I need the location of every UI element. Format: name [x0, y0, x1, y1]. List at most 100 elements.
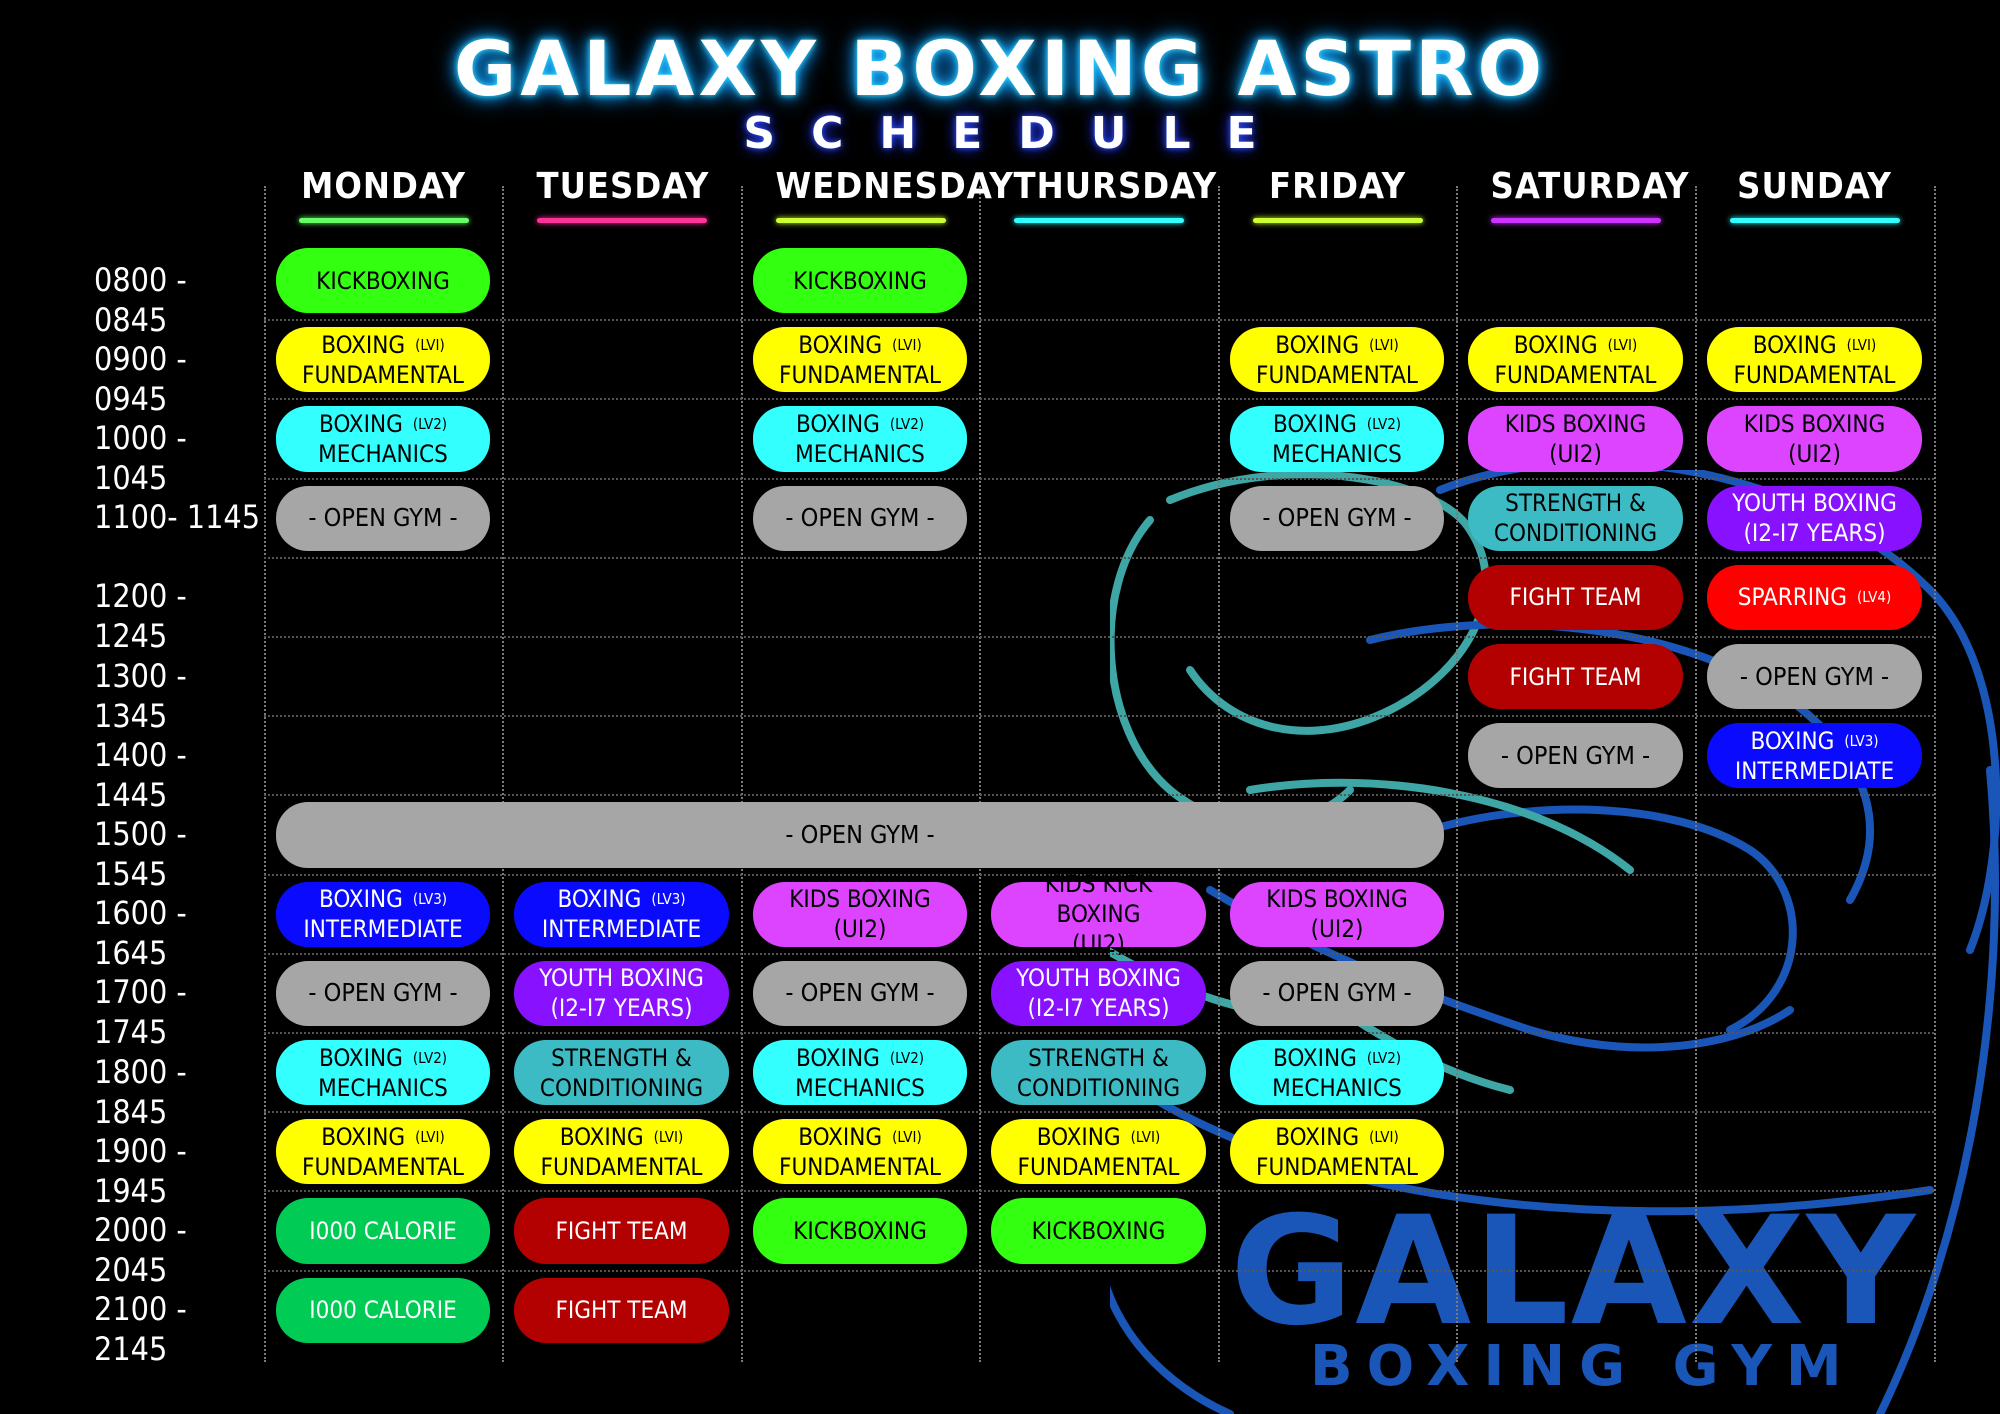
logo-tagline: BOXING GYM [1310, 1334, 1856, 1399]
class-name-line: MECHANICS [795, 1073, 925, 1102]
class-name-line: BOXING [795, 1043, 880, 1072]
class-name-line: KIDS KICK BOXING [1044, 870, 1153, 929]
time-slot-label: 0800 - 0845 [94, 260, 187, 339]
time-slot-label: 1200 - 1245 [94, 577, 187, 656]
day-underline [775, 218, 946, 223]
grid-column-divider [1934, 186, 1936, 1362]
class-name-line: (I2-I7 YEARS) [1027, 994, 1170, 1023]
class-name-line: KICKBOXING [793, 266, 927, 295]
class-name-line: STRENGTH & [1505, 489, 1646, 518]
day-header-sunday: SUNDAY [1737, 166, 1892, 207]
class-level-tag: (LV2) [412, 1048, 448, 1067]
grid-row-divider [264, 319, 1934, 322]
class-block-fundamental: BOXING(LVI)FUNDAMENTAL [1230, 327, 1444, 393]
class-name-line: CONDITIONING [1016, 1073, 1181, 1102]
day-header-thursday: THURSDAY [1013, 166, 1218, 207]
class-block-open: - OPEN GYM - [1230, 485, 1444, 551]
time-slot-label: 1800 - 1845 [94, 1052, 187, 1131]
class-block-sparring: SPARRING(LV4) [1707, 564, 1922, 630]
class-name-line: I000 CALORIE [309, 1216, 457, 1245]
class-block-fundamental: BOXING(LVI)FUNDAMENTAL [1468, 327, 1683, 393]
class-name-line: YOUTH BOXING [1016, 964, 1181, 993]
class-name-line: CONDITIONING [1493, 519, 1658, 548]
class-block-fight: FIGHT TEAM [514, 1277, 729, 1343]
time-slot-label: 1900 - 1945 [94, 1131, 187, 1210]
class-name-line: - OPEN GYM - [308, 978, 458, 1008]
class-name-line: MECHANICS [318, 1073, 448, 1102]
class-name-line: YOUTH BOXING [1732, 489, 1897, 518]
class-block-open: - OPEN GYM - [276, 485, 490, 551]
class-name-line: KICKBOXING [1031, 1216, 1166, 1245]
class-block-youth: YOUTH BOXING(I2-I7 YEARS) [991, 960, 1206, 1026]
time-slot-label: 1100- 1145 [94, 498, 261, 537]
class-name-line: INTERMEDIATE [541, 915, 702, 944]
class-name-line: FUNDAMENTAL [1494, 360, 1657, 389]
class-block-strength: STRENGTH &CONDITIONING [514, 1040, 729, 1106]
grid-column-divider [264, 186, 266, 1362]
class-name-line: (UI2) [1072, 930, 1125, 959]
class-level-tag: (LVI) [415, 1127, 445, 1146]
class-name-line: - OPEN GYM - [1500, 740, 1651, 770]
class-level-tag: (LV2) [889, 1048, 925, 1067]
grid-row-divider [264, 636, 1934, 638]
class-name-line: (I2-I7 YEARS) [550, 994, 693, 1023]
class-block-fight: FIGHT TEAM [514, 1198, 729, 1264]
day-header-wednesday: WEDNESDAY [775, 166, 1014, 207]
time-slot-label: 1300 - 1345 [94, 656, 187, 735]
class-name-line: INTERMEDIATE [303, 915, 463, 944]
class-name-line: - OPEN GYM - [1739, 661, 1890, 691]
class-block-youth: YOUTH BOXING(I2-I7 YEARS) [514, 960, 729, 1026]
time-slot-label: 1600 - 1645 [94, 894, 187, 973]
grid-row-divider [264, 952, 1934, 955]
class-block-strength: STRENGTH &CONDITIONING [991, 1040, 1206, 1106]
page-subtitle: SCHEDULE [743, 108, 1293, 159]
class-block-kickboxing: KICKBOXING [753, 248, 967, 314]
class-block-fundamental: BOXING(LVI)FUNDAMENTAL [753, 1119, 967, 1185]
class-name-line: - OPEN GYM - [308, 503, 458, 533]
class-block-open: - OPEN GYM - [1230, 960, 1444, 1026]
time-slot-label: 1400 - 1445 [94, 735, 187, 814]
class-name-line: (UI2) [1310, 915, 1364, 944]
class-name-line: FUNDAMENTAL [1733, 360, 1896, 389]
class-name-line: BOXING [798, 1122, 883, 1151]
class-name-line: BOXING [1750, 726, 1835, 755]
class-name-line: FIGHT TEAM [1509, 583, 1642, 612]
class-block-fundamental: BOXING(LVI)FUNDAMENTAL [276, 1119, 490, 1185]
class-level-tag: (LVI) [1846, 335, 1877, 354]
class-name-line: BOXING [318, 885, 403, 914]
day-underline [1252, 218, 1423, 223]
class-block-mechanics: BOXING(LV2)MECHANICS [753, 406, 967, 472]
class-block-intermediate: BOXING(LV3)INTERMEDIATE [514, 881, 729, 947]
class-block-kids: KIDS BOXING(UI2) [1230, 881, 1444, 947]
class-level-tag: (LVI) [1130, 1127, 1161, 1146]
class-block-kickboxing: KICKBOXING [276, 248, 490, 314]
class-name-line: (UI2) [1549, 439, 1602, 468]
class-name-line: FIGHT TEAM [1509, 662, 1642, 691]
class-name-line: FUNDAMENTAL [540, 1152, 703, 1181]
grid-row-divider [264, 873, 1934, 876]
class-name-line: I000 CALORIE [309, 1296, 457, 1325]
class-block-mechanics: BOXING (LV2) MECHANICS [753, 1040, 967, 1106]
class-name-line: BOXING [1513, 330, 1598, 359]
time-slot-label: 1700 - 1745 [94, 973, 187, 1052]
class-name-line: FIGHT TEAM [555, 1296, 688, 1325]
class-name-line: KIDS BOXING [789, 885, 931, 914]
class-name-line: FUNDAMENTAL [1256, 1152, 1418, 1181]
grid-row-divider [264, 1032, 1934, 1034]
class-name-line: FIGHT TEAM [555, 1216, 688, 1245]
class-name-line: BOXING [559, 1122, 644, 1151]
class-block-mechanics: BOXING(LV2)MECHANICS [276, 1040, 490, 1106]
class-level-tag: (LVI) [1369, 335, 1399, 354]
class-name-line: FUNDAMENTAL [302, 360, 464, 389]
class-name-line: STRENGTH & [551, 1043, 692, 1072]
time-slot-label: 0900 - 0945 [94, 339, 187, 418]
class-name-line: BOXING [798, 330, 883, 359]
class-block-mechanics: BOXING(LV2)MECHANICS [1230, 406, 1444, 472]
time-slot-label: 1000 - 1045 [94, 419, 187, 497]
class-name-line: BOXING [318, 409, 403, 438]
class-name-line: BOXING [1275, 330, 1360, 359]
class-name-line: - OPEN GYM - [1262, 978, 1412, 1008]
class-name-line: BOXING [321, 1122, 406, 1151]
page-title: GALAXY BOXING ASTRO [453, 24, 1547, 113]
